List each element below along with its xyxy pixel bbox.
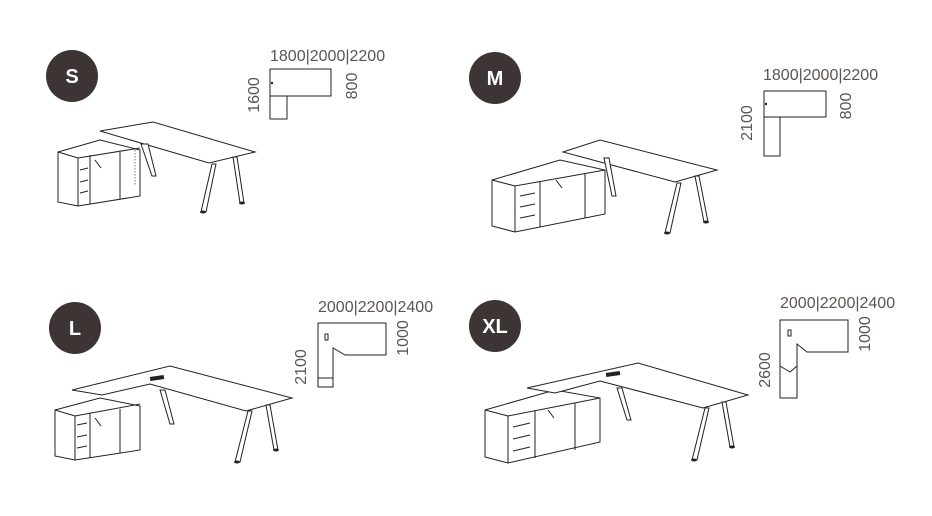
size-badge-m <box>469 52 521 104</box>
desk-illustration <box>57 121 257 214</box>
plan-view <box>779 319 849 399</box>
depth: 1000 <box>395 320 412 356</box>
desk-illustration <box>491 139 719 235</box>
depth: 800 <box>838 93 855 120</box>
size-badge-s <box>46 50 98 102</box>
size-label: M <box>487 68 504 90</box>
return-length: 2600 <box>757 352 774 388</box>
plan-view <box>763 90 827 157</box>
size-label: XL <box>482 316 508 338</box>
size-badge-xl <box>469 300 521 352</box>
variant-xl: XL 2000|2200|2400 2600 1000 <box>469 295 895 464</box>
depth: 1000 <box>857 316 874 352</box>
return-length: 2100 <box>293 349 310 385</box>
width-options: 1800|2000|2200 <box>270 48 385 65</box>
depth: 800 <box>344 73 361 100</box>
width-options: 2000|2200|2400 <box>318 299 433 316</box>
return-length: 1600 <box>246 77 263 113</box>
size-badge-l <box>49 302 101 354</box>
width-options: 2000|2200|2400 <box>780 295 895 312</box>
variant-m: M 1800|2000|2200 2100 800 <box>469 52 878 235</box>
plan-view <box>269 68 332 120</box>
return-length: 2100 <box>739 105 756 141</box>
desk-illustration <box>484 362 750 464</box>
variant-s: S 1800|2000|2200 1600 800 <box>46 48 385 214</box>
size-label: L <box>69 318 81 340</box>
plan-view <box>317 322 387 388</box>
desk-illustration <box>54 365 294 464</box>
variant-l: L 2000|2200|2400 2100 1000 <box>49 299 433 464</box>
width-options: 1800|2000|2200 <box>763 67 878 84</box>
size-label: S <box>65 66 78 88</box>
